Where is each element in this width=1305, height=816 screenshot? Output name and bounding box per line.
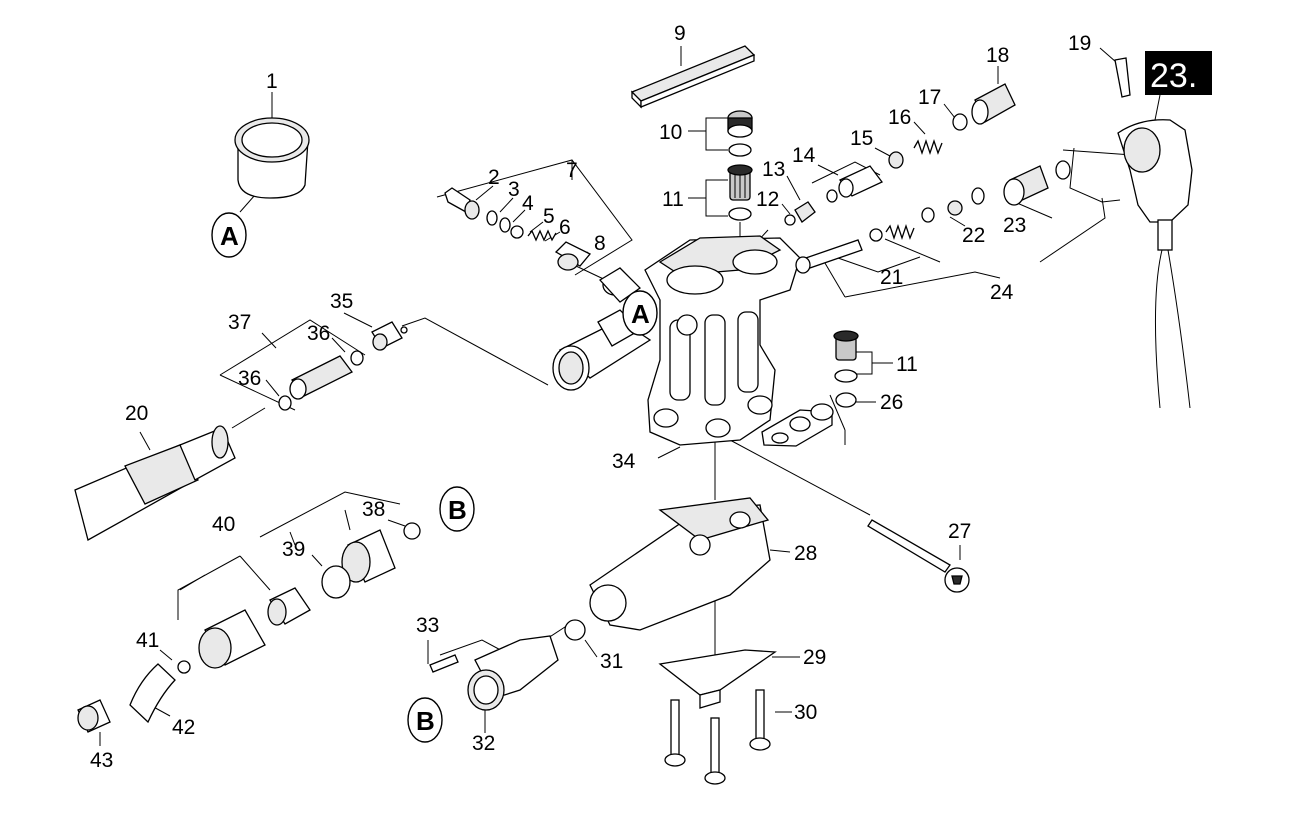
callout-11: 11 [662, 188, 684, 211]
callout-4: 4 [522, 192, 534, 215]
callout-17: 17 [918, 86, 941, 109]
unloader-set-part [444, 187, 592, 271]
cap-part [234, 117, 310, 199]
mounting-bracket-part [658, 649, 777, 785]
parts [74, 45, 1193, 785]
badge-box [1145, 51, 1212, 95]
callout-18: 18 [986, 44, 1009, 67]
callout-30: 30 [794, 701, 817, 724]
callout-5: 5 [543, 205, 555, 228]
callout-33: 33 [416, 614, 439, 637]
long-bolt-part [867, 519, 970, 593]
callout-7: 7 [566, 159, 578, 182]
leader-lines [99, 46, 1161, 746]
suction-hose-part [74, 425, 236, 541]
reference-symbols: A A B B [211, 212, 658, 743]
callout-32: 32 [472, 732, 495, 755]
callout-8: 8 [594, 232, 606, 255]
callout-13: 13 [762, 158, 785, 181]
callout-20: 20 [125, 402, 148, 425]
callout-38: 38 [362, 498, 385, 521]
ref-b-upper-label: B [448, 495, 467, 525]
callout-34: 34 [612, 450, 636, 473]
callout-12: 12 [756, 188, 779, 211]
callout-11-lower: 11 [896, 353, 918, 376]
cover-plate-part [630, 45, 756, 109]
callout-24: 24 [990, 281, 1014, 304]
piston-set-part [795, 160, 1071, 274]
ref-b-lower-symbol [407, 697, 443, 743]
callout-28: 28 [794, 542, 817, 565]
callout-35: 35 [330, 290, 353, 313]
callout-19: 19 [1068, 32, 1091, 55]
badge: 23. [1145, 51, 1212, 95]
callout-15: 15 [850, 127, 873, 150]
ref-a-lower-label: A [631, 299, 650, 329]
pressure-control-set-part [784, 83, 1016, 226]
inlet-fitting-set-part [77, 522, 421, 733]
callout-9: 9 [674, 22, 686, 45]
callout-2: 2 [488, 166, 500, 189]
callout-26: 26 [880, 391, 903, 414]
callout-16: 16 [888, 106, 911, 129]
gasket-set-part [761, 330, 859, 447]
callout-42: 42 [172, 716, 195, 739]
callout-36-lower: 36 [238, 367, 261, 390]
callout-36-top: 36 [307, 322, 330, 345]
pump-head-part [552, 235, 801, 446]
callout-3: 3 [508, 178, 520, 201]
callout-1: 1 [266, 70, 278, 93]
callout-10: 10 [659, 121, 682, 144]
callout-41: 41 [136, 629, 159, 652]
ref-a-upper-symbol [211, 212, 247, 258]
check-valve-part [727, 164, 753, 221]
ref-b-upper-symbol [439, 486, 475, 532]
ref-a-lower-symbol [622, 290, 658, 336]
callout-31: 31 [600, 650, 623, 673]
callout-39: 39 [282, 538, 305, 561]
outlet-elbow-part [1114, 57, 1193, 409]
valve-plug-part [727, 110, 753, 157]
ref-a-upper-label: A [220, 221, 239, 251]
callout-6: 6 [559, 216, 571, 239]
callout-numbers: 1 2 3 4 5 6 7 8 9 10 11 12 13 14 15 16 1… [90, 22, 1091, 772]
badge-label: 23. [1150, 57, 1197, 95]
callout-37: 37 [228, 311, 251, 334]
callout-14: 14 [792, 144, 816, 167]
callout-21: 21 [880, 266, 903, 289]
outlet-manifold-part [429, 497, 771, 711]
callout-40: 40 [212, 513, 235, 536]
injector-set-part [278, 321, 408, 411]
callout-23: 23 [1003, 214, 1026, 237]
callout-43: 43 [90, 749, 113, 772]
callout-22: 22 [962, 224, 985, 247]
callout-27: 27 [948, 520, 971, 543]
callout-29: 29 [803, 646, 826, 669]
ref-b-lower-label: B [416, 706, 435, 736]
